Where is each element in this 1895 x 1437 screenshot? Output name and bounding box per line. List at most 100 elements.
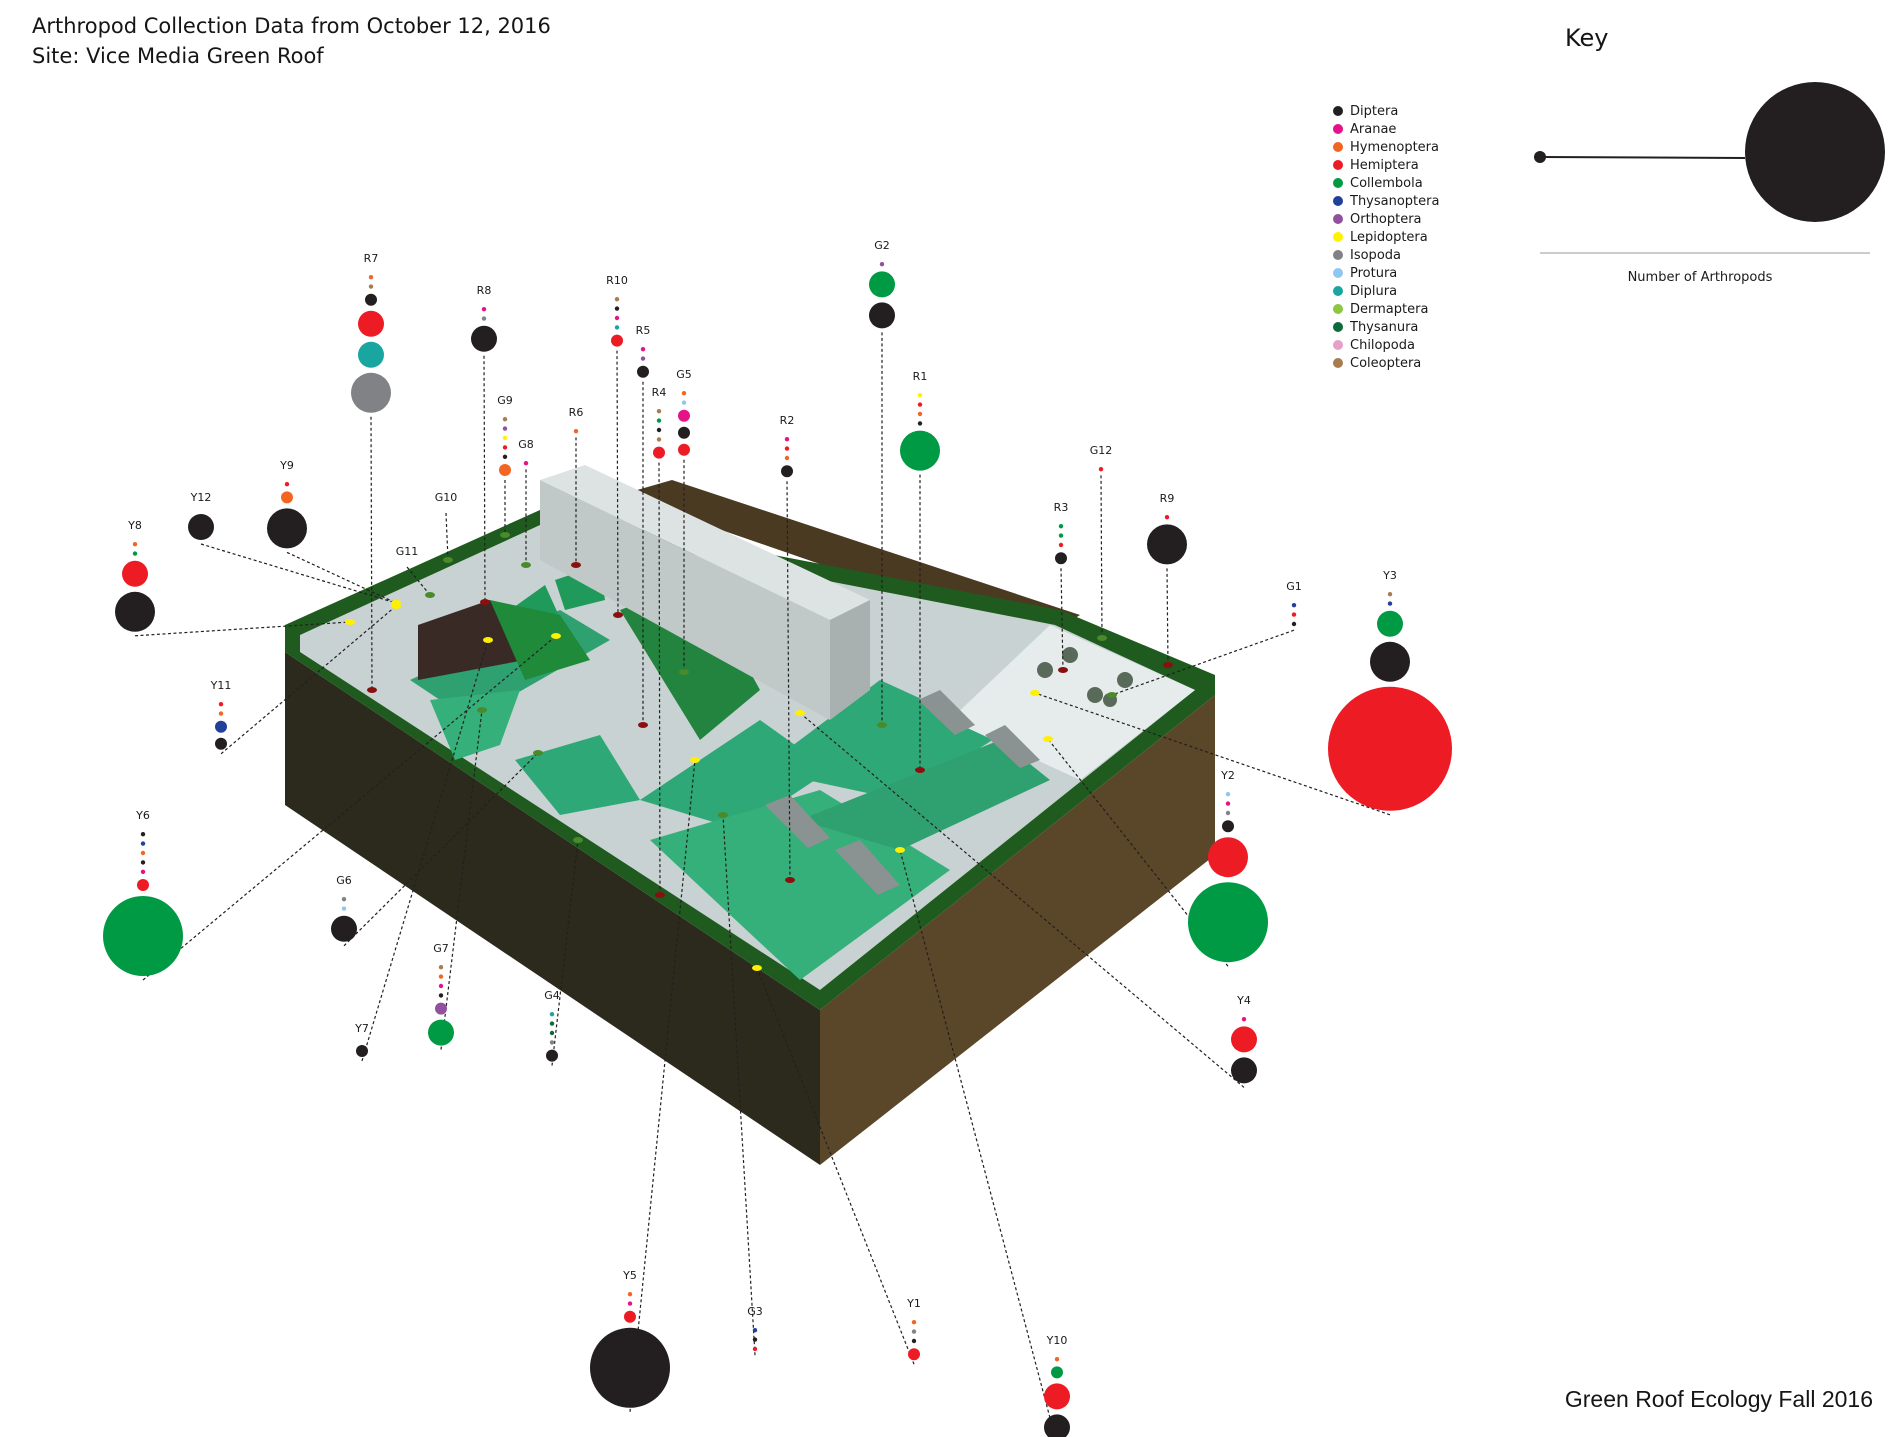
station-label: Y5 bbox=[622, 1269, 637, 1282]
legend-item: Lepidoptera bbox=[1333, 228, 1439, 246]
trap-marker bbox=[345, 619, 355, 625]
arthropod-dot bbox=[351, 372, 391, 413]
arthropod-dot bbox=[502, 445, 508, 450]
legend-label: Thysanoptera bbox=[1350, 193, 1440, 209]
station-label: Y6 bbox=[135, 809, 150, 822]
legend-swatch bbox=[1333, 340, 1343, 350]
arthropod-dot bbox=[471, 325, 497, 352]
arthropod-dot bbox=[1222, 820, 1234, 833]
rooftop-structure bbox=[418, 600, 525, 680]
arthropod-dot bbox=[1225, 801, 1231, 806]
legend-item: Collembola bbox=[1333, 174, 1439, 192]
legend-label: Orthoptera bbox=[1350, 211, 1422, 227]
connector-line bbox=[370, 416, 373, 691]
arthropod-dot bbox=[1291, 621, 1297, 627]
station-label: G6 bbox=[336, 874, 352, 887]
connector-line bbox=[134, 621, 351, 637]
legend-swatch bbox=[1333, 142, 1343, 152]
arthropod-dot bbox=[428, 1019, 454, 1046]
arthropod-dot bbox=[1051, 1366, 1063, 1379]
arthropod-dot bbox=[1058, 533, 1064, 538]
arthropod-dot bbox=[281, 491, 293, 504]
trap-marker bbox=[718, 812, 728, 818]
arthropod-dot bbox=[1328, 686, 1452, 811]
page-subtitle: Site: Vice Media Green Roof bbox=[32, 44, 324, 68]
arthropod-dot bbox=[573, 429, 579, 434]
trap-marker bbox=[1163, 662, 1173, 668]
arthropod-dot bbox=[1291, 603, 1297, 608]
arthropod-dot bbox=[656, 409, 662, 414]
arthropod-dot bbox=[1058, 524, 1064, 529]
arthropod-dot bbox=[752, 1337, 758, 1342]
arthropod-dot bbox=[438, 974, 444, 979]
arthropod-dot bbox=[1225, 792, 1231, 797]
arthropod-dot bbox=[1147, 524, 1187, 565]
arthropod-dot bbox=[368, 275, 374, 280]
arthropod-dot bbox=[140, 869, 146, 874]
legend-item: Thysanura bbox=[1333, 318, 1439, 336]
trap-marker bbox=[877, 722, 887, 728]
station-label: R6 bbox=[569, 406, 584, 419]
trap-marker bbox=[795, 710, 805, 716]
trap-marker bbox=[638, 722, 648, 728]
station-label: R8 bbox=[477, 284, 492, 297]
trap-marker bbox=[500, 532, 510, 538]
trap-marker bbox=[1043, 736, 1053, 742]
arthropod-dot bbox=[502, 435, 508, 441]
legend-item: Chilopoda bbox=[1333, 336, 1439, 354]
connector-line bbox=[722, 814, 756, 1356]
legend-swatch bbox=[1333, 106, 1343, 116]
station-label: G9 bbox=[497, 394, 513, 407]
arthropod-dot bbox=[438, 983, 444, 989]
roof-trap-markers bbox=[345, 532, 1173, 971]
arthropod-dot bbox=[368, 284, 374, 289]
station-label: G1 bbox=[1286, 580, 1302, 593]
trap-marker bbox=[655, 892, 665, 898]
trap-marker bbox=[752, 965, 762, 971]
arthropod-dot bbox=[103, 896, 183, 976]
arthropod-dot bbox=[624, 1310, 636, 1323]
arthropod-dot bbox=[1387, 601, 1393, 606]
connector-line bbox=[616, 350, 619, 616]
arthropod-dot bbox=[523, 461, 529, 466]
legend-label: Dermaptera bbox=[1350, 301, 1429, 317]
footer-text: Green Roof Ecology Fall 2016 bbox=[1564, 1386, 1873, 1412]
planting-bed bbox=[515, 735, 640, 815]
trap-marker bbox=[483, 637, 493, 643]
arthropod-dot bbox=[365, 293, 377, 306]
legend-item: Dermaptera bbox=[1333, 300, 1439, 318]
building-wall-right bbox=[820, 695, 1215, 1165]
arthropod-dot bbox=[1231, 1026, 1257, 1053]
station-label: Y8 bbox=[127, 519, 142, 532]
arthropod-dot bbox=[358, 341, 384, 368]
arthropod-dot bbox=[681, 391, 687, 396]
arthropod-dot bbox=[752, 1328, 758, 1333]
legend-label: Chilopoda bbox=[1350, 337, 1415, 353]
connector-line bbox=[1034, 692, 1391, 816]
trap-marker bbox=[367, 687, 377, 693]
connector-line bbox=[1111, 629, 1295, 696]
station-label: G8 bbox=[518, 438, 534, 451]
trap-marker bbox=[1107, 692, 1117, 698]
arthropod-dot bbox=[656, 418, 662, 423]
arthropod-dot bbox=[1291, 612, 1297, 617]
arthropod-dot bbox=[1241, 1017, 1247, 1022]
planting-bed bbox=[430, 690, 520, 760]
legend-label: Protura bbox=[1350, 265, 1398, 281]
arthropod-dot bbox=[132, 551, 138, 556]
connector-line bbox=[440, 709, 483, 1050]
arthropod-dot bbox=[438, 965, 444, 970]
arthropod-dot bbox=[917, 421, 923, 426]
arthropod-dot bbox=[614, 306, 620, 311]
station-label: R2 bbox=[780, 414, 795, 427]
page-title: Arthropod Collection Data from October 1… bbox=[32, 14, 551, 38]
connector-line bbox=[142, 635, 557, 981]
arthropod-dot bbox=[215, 737, 227, 750]
trap-marker bbox=[521, 562, 531, 568]
legend-label: Diptera bbox=[1350, 103, 1399, 119]
arthropod-dot bbox=[611, 334, 623, 347]
station-label: Y12 bbox=[190, 491, 212, 504]
arthropod-dot bbox=[137, 879, 149, 891]
arthropod-dot bbox=[656, 437, 662, 442]
